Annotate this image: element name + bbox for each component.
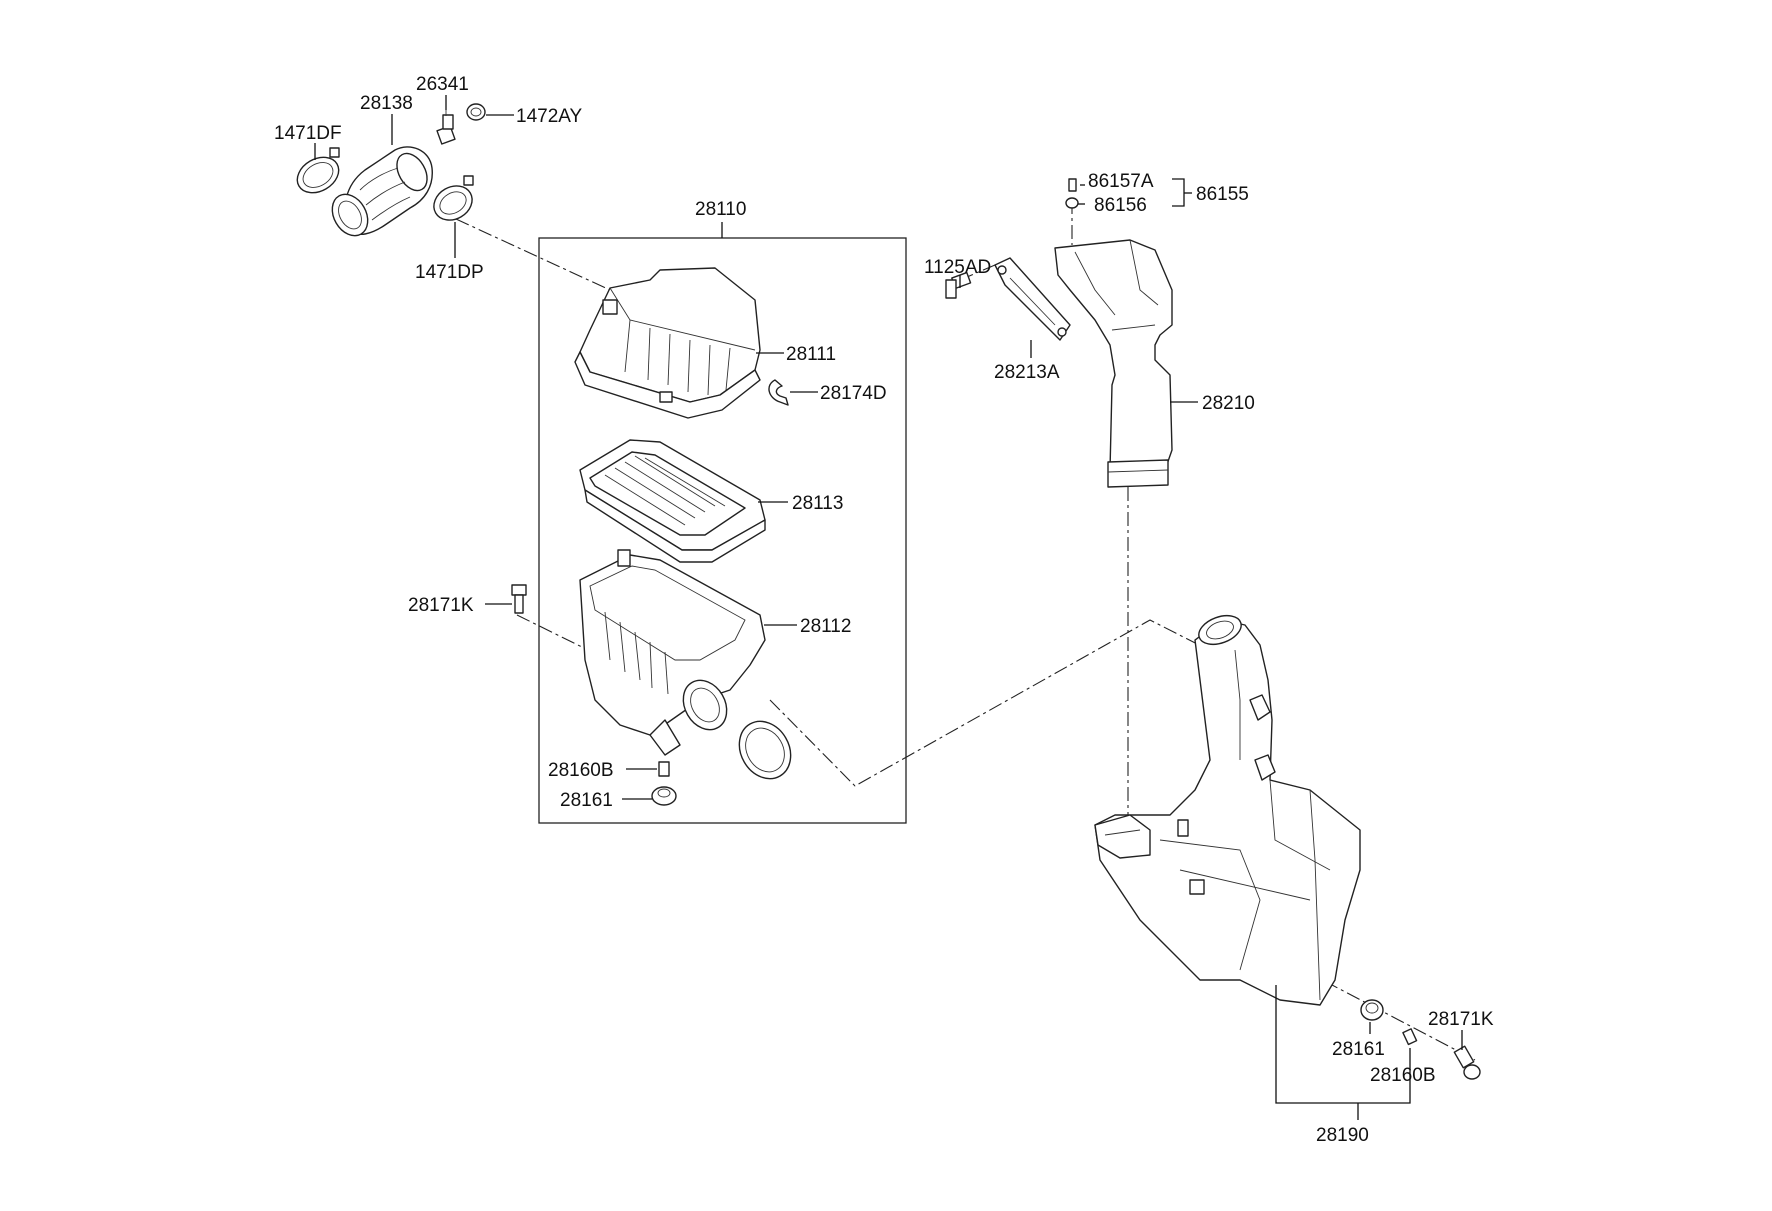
resonator-28190[interactable] [1094, 610, 1361, 1006]
sensor-26341[interactable] [436, 108, 456, 145]
label-1125AD[interactable]: 1125AD [924, 257, 991, 278]
bushing-28160B-left[interactable] [658, 761, 670, 777]
bolt-28171K-right[interactable] [1453, 1045, 1481, 1080]
label-28171K-left[interactable]: 28171K [408, 595, 474, 616]
part-labels: 26341 28138 1472AY 1471DF 1471DP 28110 2… [274, 74, 1494, 1146]
air-cleaner-body-28112[interactable] [579, 549, 766, 756]
washer-86156[interactable] [1065, 197, 1079, 209]
grommet-28161-right[interactable] [1360, 999, 1384, 1021]
label-28174D[interactable]: 28174D [820, 383, 887, 404]
bolt-28171K-left[interactable] [511, 584, 527, 614]
label-86155[interactable]: 86155 [1196, 184, 1249, 205]
label-28110[interactable]: 28110 [695, 199, 746, 220]
clamp-1471DF[interactable] [291, 147, 345, 200]
air-duct-28210[interactable] [1054, 239, 1173, 488]
air-filter-28113[interactable] [579, 439, 766, 563]
label-28160B-left[interactable]: 28160B [548, 760, 614, 781]
air-hose-28138[interactable] [325, 146, 433, 242]
label-28113[interactable]: 28113 [792, 493, 843, 514]
label-28112[interactable]: 28112 [800, 616, 851, 637]
label-1471DP[interactable]: 1471DP [415, 262, 484, 283]
label-28210[interactable]: 28210 [1202, 393, 1255, 414]
screw-86157A[interactable] [1068, 178, 1077, 192]
label-28161-left[interactable]: 28161 [560, 790, 613, 811]
grommet-28161-left[interactable] [651, 786, 677, 806]
bracket-28213A[interactable] [994, 257, 1071, 341]
label-28111[interactable]: 28111 [786, 344, 836, 365]
air-cleaner-cover-28111[interactable] [574, 267, 761, 419]
label-28190[interactable]: 28190 [1316, 1125, 1369, 1146]
label-26341[interactable]: 26341 [416, 74, 469, 95]
clamp-1471DP[interactable] [428, 175, 479, 227]
label-28160B-right[interactable]: 28160B [1370, 1065, 1436, 1086]
leader-lines [314, 95, 1463, 1120]
hose-ring[interactable] [729, 712, 801, 788]
label-86156[interactable]: 86156 [1094, 195, 1147, 216]
label-86157A[interactable]: 86157A [1088, 171, 1154, 192]
label-28213A[interactable]: 28213A [994, 362, 1060, 383]
bushing-28160B-right[interactable] [1402, 1028, 1418, 1046]
clamp-1472AY[interactable] [466, 103, 486, 121]
label-28171K-right[interactable]: 28171K [1428, 1009, 1494, 1030]
clip-28174D[interactable] [768, 379, 789, 406]
label-1472AY[interactable]: 1472AY [516, 106, 583, 127]
bolt-1125AD[interactable] [945, 271, 972, 299]
label-28161-right[interactable]: 28161 [1332, 1039, 1385, 1060]
label-28138[interactable]: 28138 [360, 93, 413, 114]
label-1471DF[interactable]: 1471DF [274, 123, 342, 144]
